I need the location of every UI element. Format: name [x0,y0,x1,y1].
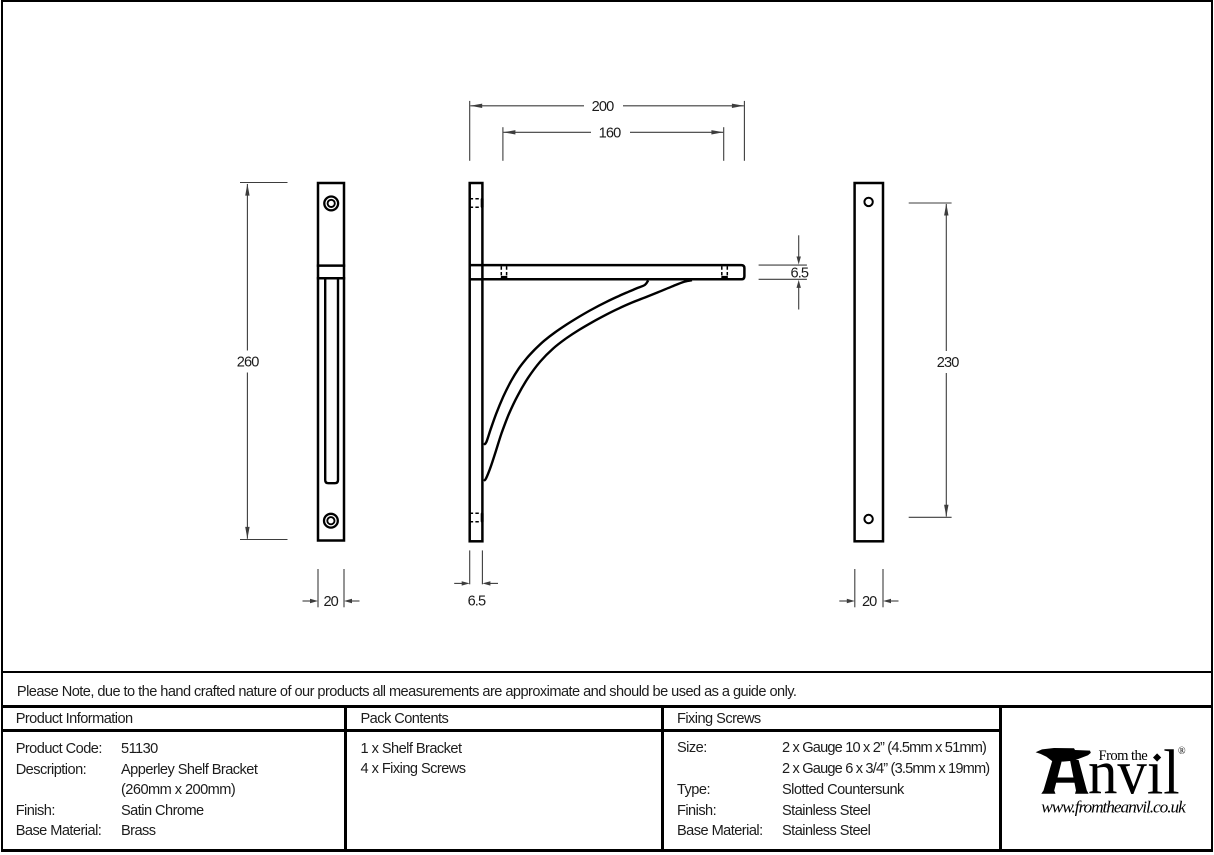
svg-text:nvıl: nvıl [1088,740,1180,808]
svg-text:20: 20 [862,594,877,610]
svg-text:6.5: 6.5 [791,266,809,282]
svg-text:6.5: 6.5 [468,593,486,609]
svg-text:200: 200 [592,99,614,115]
svg-text:160: 160 [599,125,621,141]
svg-text:www.fromtheanvil.co.uk: www.fromtheanvil.co.uk [1041,797,1186,816]
svg-text:®: ® [1178,746,1186,757]
svg-text:260: 260 [237,355,259,371]
svg-text:20: 20 [323,594,338,610]
svg-text:From the: From the [1099,748,1148,764]
svg-text:230: 230 [937,355,959,371]
